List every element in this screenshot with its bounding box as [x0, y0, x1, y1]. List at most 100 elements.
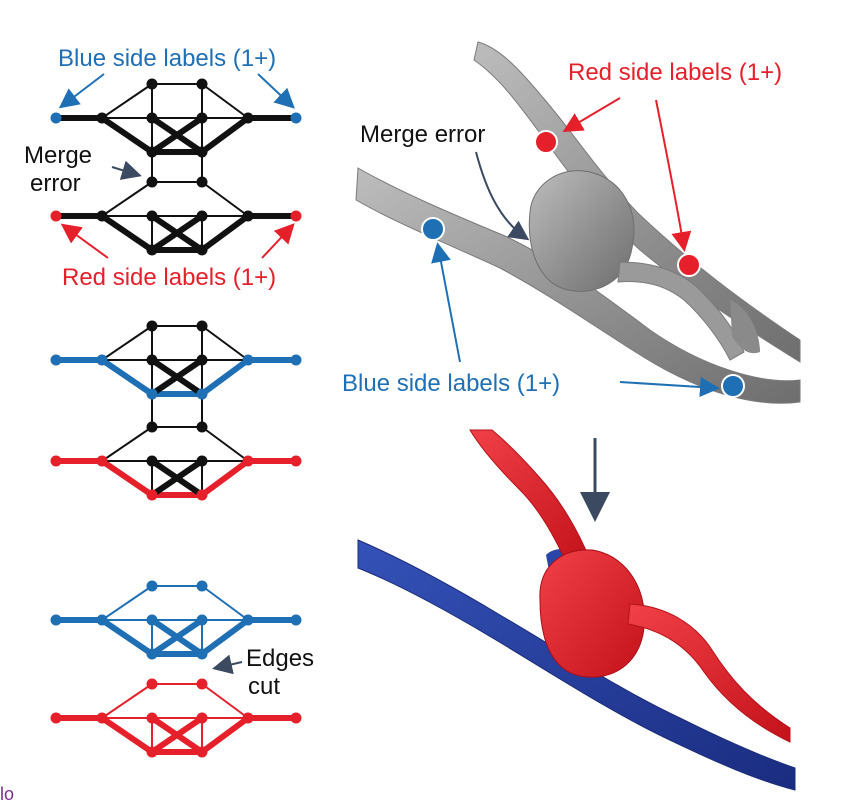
- graph-edge: [150, 213, 204, 253]
- graph-edge: [200, 617, 250, 657]
- graph-node: [196, 746, 208, 758]
- graph-node: [290, 354, 302, 366]
- graph-edge: [150, 115, 204, 155]
- graph-node: [146, 354, 158, 366]
- arrow-red-to-upper-dot: [562, 97, 621, 133]
- graph-node: [196, 78, 208, 90]
- graph-edge: [101, 585, 153, 621]
- graph-node: [50, 354, 62, 366]
- graph-edge: [100, 458, 154, 498]
- arrow-blue-left-top: [58, 73, 105, 109]
- arrow-blue-to-left-dot: [431, 242, 461, 363]
- graph-edge: [101, 683, 153, 719]
- graph-node: [196, 489, 208, 501]
- graph-node: [146, 648, 158, 660]
- graph-node: [96, 112, 108, 124]
- graph-node: [96, 455, 108, 467]
- graph-node: [290, 455, 302, 467]
- red-label-dot-lower: [677, 253, 701, 277]
- graph-node: [96, 210, 108, 222]
- graph-edge: [150, 715, 204, 755]
- graph-node: [50, 614, 62, 626]
- graph-node: [146, 421, 158, 433]
- arrow-blue-right-top: [257, 73, 295, 109]
- edges-cut-label-line2: cut: [248, 673, 280, 700]
- graph-node: [146, 388, 158, 400]
- graph-edge: [100, 617, 154, 657]
- graph-edge: [100, 115, 154, 155]
- graph-edge: [100, 357, 154, 397]
- graph-node: [146, 489, 158, 501]
- graph-edge: [201, 325, 249, 361]
- graph-node: [196, 421, 208, 433]
- graph-edge: [150, 357, 204, 397]
- graph-node: [50, 455, 62, 467]
- graph-node: [146, 455, 158, 467]
- graph-node: [242, 455, 254, 467]
- arrow-merge-error-right: [475, 151, 530, 241]
- graph-edge: [201, 181, 249, 217]
- blue-side-label-right: Blue side labels (1+): [342, 370, 560, 397]
- graph-node: [96, 614, 108, 626]
- graph-edge: [200, 715, 250, 755]
- split-neuron-mesh: [357, 429, 796, 791]
- graph-labeled-propagated: [50, 320, 302, 501]
- graph-edge: [200, 458, 250, 498]
- graph-edge: [101, 181, 153, 217]
- graph-edge: [200, 357, 250, 397]
- graph-edge: [101, 83, 153, 119]
- graph-node: [146, 210, 158, 222]
- graph-node: [290, 712, 302, 724]
- graph-node: [196, 112, 208, 124]
- red-side-label-top: Red side labels (1+): [62, 264, 276, 291]
- graph-node: [146, 712, 158, 724]
- merge-error-label-line2: error: [30, 170, 81, 197]
- graph-edge: [201, 83, 249, 119]
- graph-edge: [101, 325, 153, 361]
- arrow-red-left-top: [60, 223, 109, 259]
- graph-node: [290, 112, 302, 124]
- graph-edge: [101, 426, 153, 462]
- graph-node: [146, 146, 158, 158]
- graph-node: [146, 112, 158, 124]
- graph-edge: [200, 213, 250, 253]
- graph-node: [196, 455, 208, 467]
- graph-edge: [201, 585, 249, 621]
- graph-node: [146, 78, 158, 90]
- blue-side-label-top: Blue side labels (1+): [58, 45, 276, 72]
- graph-node: [196, 210, 208, 222]
- merge-error-label-line1: Merge: [24, 142, 92, 169]
- graph-node: [196, 388, 208, 400]
- graph-node: [146, 678, 158, 690]
- graph-node: [146, 176, 158, 188]
- graph-node: [196, 176, 208, 188]
- graph-node: [146, 244, 158, 256]
- graph-edge: [100, 213, 154, 253]
- merge-error-label-right: Merge error: [360, 121, 485, 148]
- edges-cut-label-line1: Edges: [246, 645, 314, 672]
- graph-node: [242, 210, 254, 222]
- graph-node: [290, 614, 302, 626]
- cropped-text-fragment: lo: [0, 784, 14, 804]
- graph-edge: [150, 617, 204, 657]
- graph-edge: [201, 683, 249, 719]
- graph-node: [146, 614, 158, 626]
- graph-uncut-unlabeled: [50, 78, 302, 256]
- graph-node: [242, 112, 254, 124]
- graph-node: [242, 614, 254, 626]
- arrow-blue-to-right-dot: [619, 377, 720, 397]
- graph-node: [196, 244, 208, 256]
- graph-node: [50, 712, 62, 724]
- graph-node: [196, 580, 208, 592]
- graph-node: [196, 146, 208, 158]
- graph-node: [146, 746, 158, 758]
- arrow-red-to-lower-dot: [655, 99, 692, 252]
- graph-node: [196, 320, 208, 332]
- arrow-merge-error-left: [111, 160, 142, 180]
- graph-node: [242, 354, 254, 366]
- graph-node: [146, 580, 158, 592]
- graph-edge: [100, 715, 154, 755]
- blue-label-dot-left: [421, 217, 445, 241]
- graph-node: [242, 712, 254, 724]
